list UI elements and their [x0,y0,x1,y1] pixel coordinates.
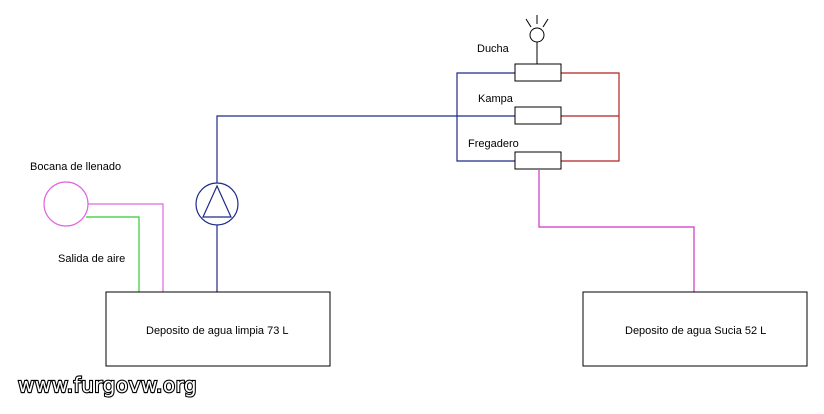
cold-manifold-line [456,72,515,162]
label-clean-tank: Deposito de agua limpia 73 L [146,325,288,337]
tap-ducha [514,63,562,82]
clean-water-lines [216,72,515,292]
label-bocana: Bocana de llenado [30,161,121,173]
fill-line [88,203,164,292]
tap-kampa [514,106,562,125]
label-kampa: Kampa [478,93,514,105]
dirty-water-tank [582,291,808,367]
waste-water-line [538,170,695,292]
hot-water-line [561,72,620,162]
label-salida: Salida de aire [58,253,125,265]
label-fregadero: Fregadero [468,138,519,150]
fill-inlet-icon [43,181,89,227]
air-vent-line [86,216,140,292]
pump-outlet-line [216,115,515,195]
watermark: www.furgovw.org [18,373,197,397]
label-ducha: Ducha [477,43,510,55]
shower-head-icon [525,15,549,64]
label-dirty-tank: Deposito de agua Sucia 52 L [625,325,766,337]
clean-water-tank [105,291,331,367]
tap-fregadero [514,151,562,170]
pump-icon [195,182,239,226]
